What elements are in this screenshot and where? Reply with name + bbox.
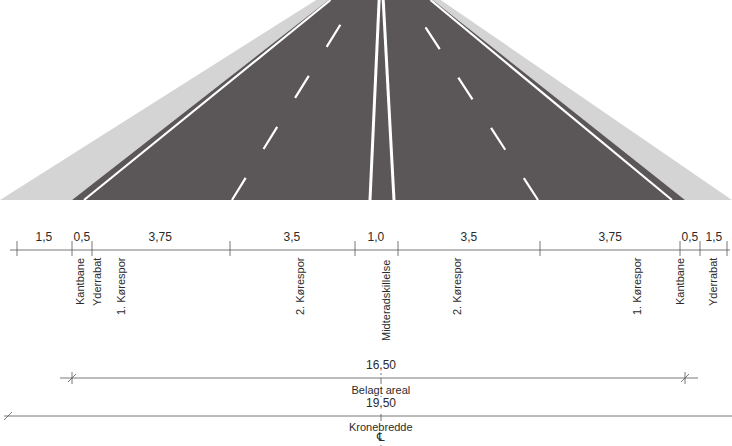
dimension-value: 3,5 xyxy=(460,231,479,245)
part-label: Kantbane xyxy=(74,257,87,306)
dimension-value: ℄ xyxy=(376,431,386,445)
dimension-value: 1,0 xyxy=(367,231,386,245)
dimension-tick xyxy=(72,372,73,384)
part-label: Yderrabat xyxy=(707,257,720,307)
part-label: 2. Kørespor xyxy=(451,257,464,316)
dimension-tick xyxy=(680,241,681,256)
dimension-value: 1,5 xyxy=(35,231,54,245)
dimension-value: 19,50 xyxy=(365,397,397,411)
part-label: 1. Kørespor xyxy=(631,257,644,316)
dimension-tick xyxy=(17,241,18,256)
lane-marking xyxy=(84,0,331,200)
asphalt xyxy=(72,0,685,200)
part-label: Yderrabat xyxy=(91,257,104,307)
dimension-value: 3,75 xyxy=(148,231,173,245)
dimension-value: 16,50 xyxy=(365,359,397,373)
lane-marking xyxy=(232,0,356,200)
dimension-tick xyxy=(727,241,728,256)
part-label: 1. Kørespor xyxy=(115,257,128,316)
dimension-line xyxy=(60,378,698,379)
dimension-tick xyxy=(230,241,231,256)
dimension-tick xyxy=(540,241,541,256)
part-label: Kantbane xyxy=(674,257,687,306)
dimension-tick xyxy=(398,241,399,256)
dimension-line xyxy=(4,416,732,417)
part-label: 2. Kørespor xyxy=(294,257,307,316)
dimension-value: 1,5 xyxy=(705,231,724,245)
dimension-tick xyxy=(355,241,356,256)
dimension-value: 3,75 xyxy=(598,231,623,245)
part-label: Midteradskillelse xyxy=(380,259,393,342)
dimension-tick xyxy=(4,412,12,420)
lane-marking xyxy=(430,0,672,200)
dimension-caption: Belagt areal xyxy=(351,384,412,397)
dimension-tick xyxy=(700,241,701,256)
dimension-tick xyxy=(72,241,73,256)
lane-marking xyxy=(383,0,394,200)
dimension-value: 3,5 xyxy=(283,231,302,245)
dimension-line xyxy=(10,250,730,251)
dimension-value: 0,5 xyxy=(73,231,92,245)
dimension-value: 0,5 xyxy=(681,231,700,245)
lane-marking xyxy=(408,0,538,200)
lane-marking xyxy=(370,0,379,200)
dimension-tick xyxy=(92,241,93,256)
dimension-tick xyxy=(685,372,686,384)
